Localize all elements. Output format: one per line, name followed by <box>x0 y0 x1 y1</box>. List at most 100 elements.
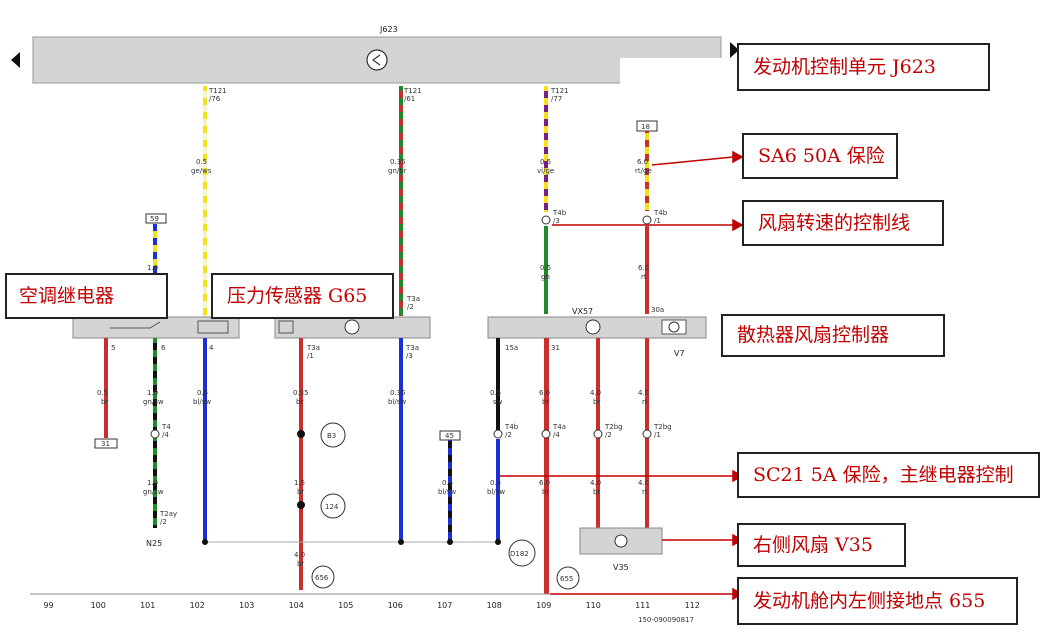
tag-b3 <box>320 422 346 448</box>
svg-text:T4: T4 <box>161 423 171 431</box>
svg-text:vi/ge: vi/ge <box>537 167 554 175</box>
v35-motor-icon <box>614 534 628 548</box>
svg-text:45: 45 <box>445 432 454 440</box>
svg-text:0.5: 0.5 <box>490 389 501 397</box>
svg-text:31: 31 <box>101 440 110 448</box>
connector-t4a4 <box>541 429 551 439</box>
grid-number: 102 <box>190 601 205 610</box>
connector-t4b2 <box>493 429 503 439</box>
callout-ground-655: 发动机舱内左侧接地点 655 <box>737 577 1018 625</box>
svg-text:0.35: 0.35 <box>390 389 406 397</box>
grid-number: 106 <box>388 601 403 610</box>
svg-text:/2: /2 <box>505 431 512 439</box>
svg-text:T4b: T4b <box>653 209 668 217</box>
grid-number: 108 <box>487 601 502 610</box>
svg-text:656: 656 <box>315 574 329 582</box>
ecu-symbol-icon <box>366 49 388 71</box>
svg-text:124: 124 <box>325 503 339 511</box>
svg-text:T2bg: T2bg <box>653 423 672 431</box>
callout-sa6: SA6 50A 保险 <box>742 133 898 179</box>
svg-text:gn: gn <box>541 273 550 281</box>
svg-text:6.0: 6.0 <box>638 264 649 272</box>
callout-ac-relay: 空调继电器 <box>5 273 168 319</box>
svg-text:V35: V35 <box>613 563 629 572</box>
svg-text:T2ay: T2ay <box>159 510 177 518</box>
grid-number: 110 <box>586 601 601 610</box>
left-nav-arrow-icon <box>11 52 20 68</box>
ecu-top-label: J623 <box>379 25 398 34</box>
wire-gn-fan <box>544 226 548 314</box>
grid-number: 105 <box>338 601 353 610</box>
svg-text:ge/ws: ge/ws <box>191 167 212 175</box>
grid-number: 107 <box>437 601 452 610</box>
svg-text:0.5: 0.5 <box>197 389 208 397</box>
svg-text:bl/sw: bl/sw <box>193 398 211 406</box>
callout-ecu: 发动机控制单元 J623 <box>737 43 990 91</box>
svg-text:/2: /2 <box>605 431 612 439</box>
grid-number: 104 <box>289 601 304 610</box>
svg-text:/1: /1 <box>654 217 661 225</box>
wire-br-100 <box>104 338 108 438</box>
svg-text:B3: B3 <box>327 432 336 440</box>
callout-g65: 压力传感器 G65 <box>211 273 394 319</box>
svg-text:/2: /2 <box>160 518 167 526</box>
wire-bl-sw-102 <box>203 338 207 542</box>
grid-number: 103 <box>239 601 254 610</box>
wire-rt-main <box>645 226 649 314</box>
svg-text:1.5: 1.5 <box>294 479 305 487</box>
wire-br-109 <box>544 338 549 594</box>
svg-text:/77: /77 <box>551 95 562 103</box>
svg-text:/1: /1 <box>654 431 661 439</box>
svg-text:/76: /76 <box>209 95 221 103</box>
svg-text:br: br <box>296 398 303 406</box>
svg-text:4.0: 4.0 <box>638 389 649 397</box>
svg-text:T4a: T4a <box>552 423 566 431</box>
svg-text:30a: 30a <box>651 306 664 314</box>
svg-text:br: br <box>542 488 549 496</box>
connector-t2bg2 <box>593 429 603 439</box>
ground-655 <box>556 566 580 590</box>
svg-text:0.5: 0.5 <box>97 389 108 397</box>
svg-text:/4: /4 <box>162 431 169 439</box>
svg-text:rt/ge: rt/ge <box>635 167 652 175</box>
svg-text:T4b: T4b <box>504 423 519 431</box>
svg-text:bl/sw: bl/sw <box>487 488 505 496</box>
grid-number: 109 <box>536 601 551 610</box>
svg-text:4.0: 4.0 <box>590 389 601 397</box>
wire-br-104 <box>299 338 303 590</box>
right-nav-arrow-icon <box>730 42 739 58</box>
svg-text:5: 5 <box>111 344 115 352</box>
svg-text:br: br <box>101 398 108 406</box>
svg-text:6.0: 6.0 <box>539 479 550 487</box>
svg-text:T3a: T3a <box>306 344 320 352</box>
svg-text:br: br <box>593 488 600 496</box>
svg-text:6.0: 6.0 <box>637 158 648 166</box>
connector-t4-4 <box>150 429 160 439</box>
relay-tag-59 <box>145 213 167 224</box>
svg-text:/2: /2 <box>407 303 414 311</box>
svg-text:4.0: 4.0 <box>638 479 649 487</box>
svg-text:59: 59 <box>150 215 159 223</box>
grid-number: 99 <box>43 601 53 610</box>
svg-text:rt: rt <box>642 398 648 406</box>
svg-text:bl/sw: bl/sw <box>388 398 406 406</box>
wire-gn-br <box>399 86 403 316</box>
wire-rt-ge <box>645 131 649 211</box>
svg-text:/1: /1 <box>307 352 314 360</box>
svg-text:0.35: 0.35 <box>293 389 309 397</box>
v7-motor-icon <box>668 321 680 333</box>
svg-text:/3: /3 <box>406 352 413 360</box>
svg-text:/3: /3 <box>553 217 560 225</box>
tag-124 <box>320 493 346 519</box>
wire-bl-sw-108b <box>496 439 500 542</box>
wire-bl-sw-106 <box>399 338 403 542</box>
svg-text:T121: T121 <box>208 87 227 95</box>
svg-text:0.5: 0.5 <box>490 479 501 487</box>
connector-t4b1 <box>642 215 652 225</box>
wire-sw-ge <box>153 224 157 316</box>
svg-text:br: br <box>542 398 549 406</box>
g65-symbol-icon <box>344 319 360 335</box>
svg-text:4: 4 <box>209 344 214 352</box>
svg-text:V7: V7 <box>674 349 685 358</box>
